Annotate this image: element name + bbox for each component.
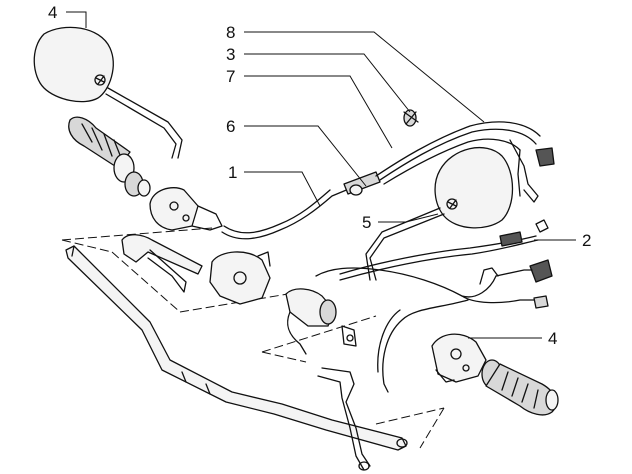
callout-2: 2	[582, 231, 591, 250]
assembly-outline-right	[261, 315, 445, 449]
callout-5: 5	[362, 213, 371, 232]
callout-4-left-mirror: 4	[48, 3, 57, 22]
left-mirror	[33, 26, 183, 159]
callout-6: 6	[226, 117, 235, 136]
callout-4-right-switch: 4	[548, 329, 557, 348]
right-wiring-harness	[315, 259, 553, 393]
callout-1: 1	[228, 163, 237, 182]
handlebar-tube	[65, 245, 408, 451]
left-grip	[68, 116, 151, 197]
callout-3: 3	[226, 45, 235, 64]
right-brake-lever	[285, 288, 371, 471]
left-brake-lever	[121, 234, 271, 305]
right-grip	[481, 359, 559, 416]
cable-bundle	[375, 109, 555, 203]
callout-7: 7	[226, 67, 235, 86]
callout-8: 8	[226, 23, 235, 42]
cable-2	[339, 219, 549, 281]
throttle-cable	[221, 171, 381, 240]
callout-labels: 4 8 3 7 6 1 5 2 4	[48, 3, 591, 348]
leader-lines	[66, 11, 576, 339]
right-switch-housing	[431, 333, 487, 383]
left-switch-housing	[149, 187, 223, 231]
